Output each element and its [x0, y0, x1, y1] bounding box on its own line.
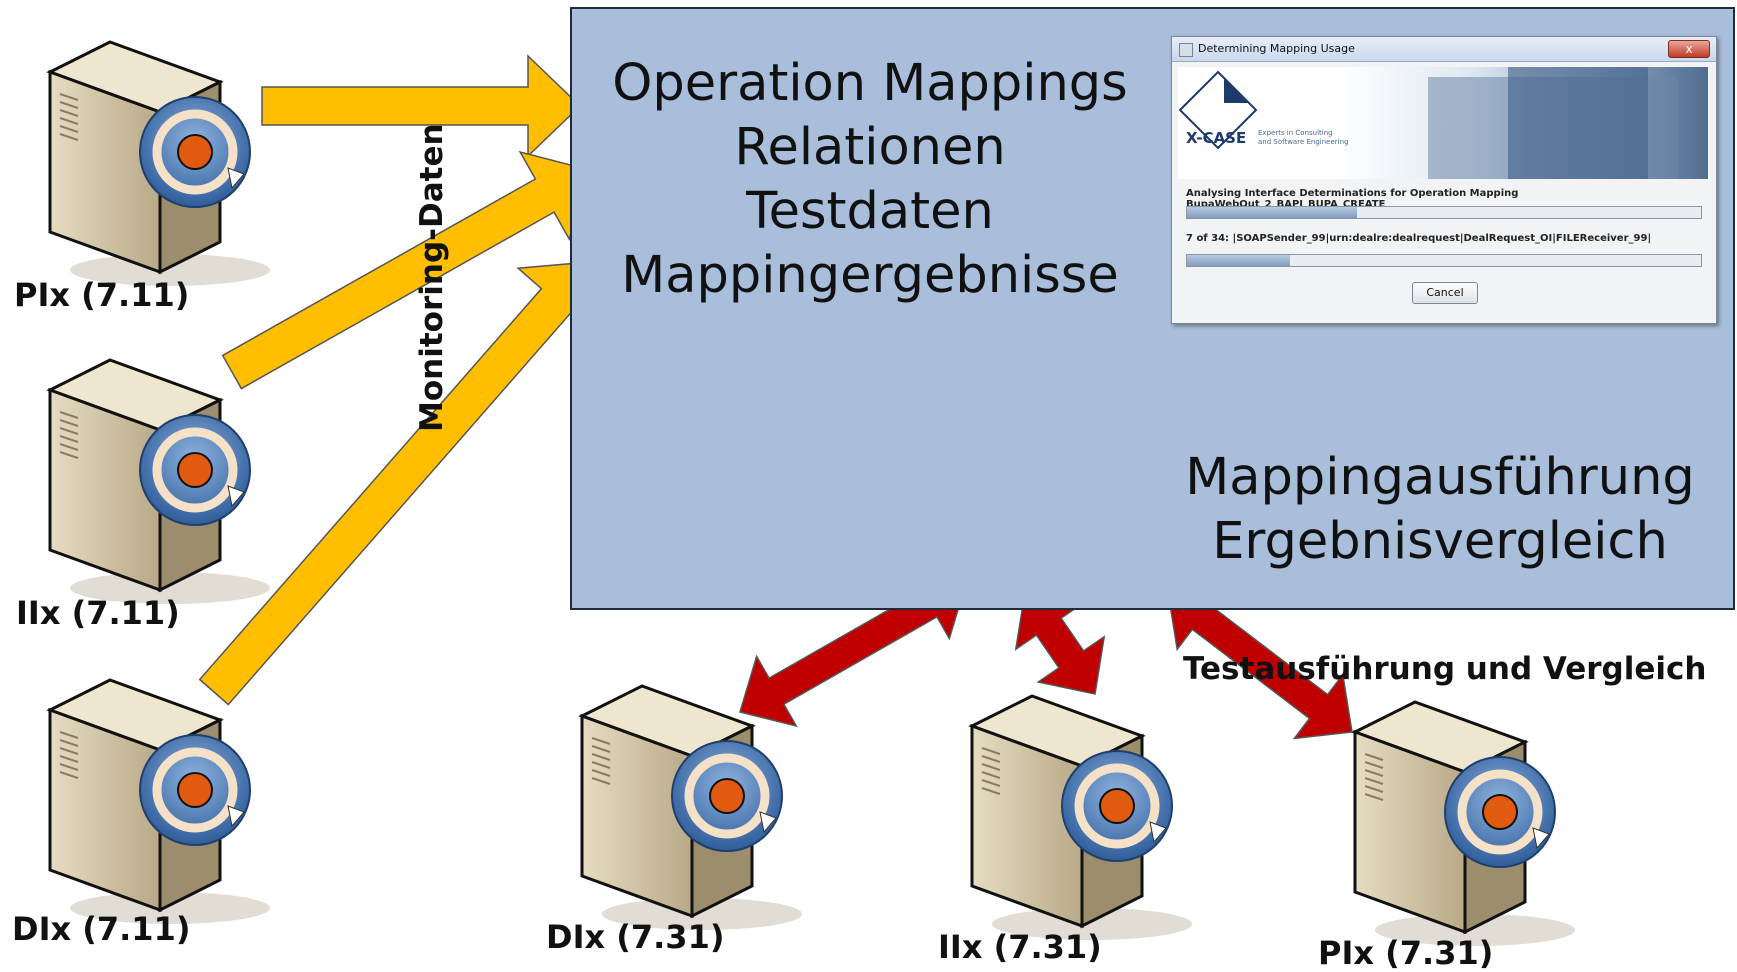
server-label-pix-711: PIx (7.11) [14, 276, 190, 314]
server-iix-731-icon [968, 694, 1192, 940]
server-dix-711-icon [46, 678, 270, 924]
server-iix-711-icon [46, 358, 270, 604]
xcase-sub-line2: and Software Engineering [1258, 138, 1349, 146]
dialog-analysing-text: Analysing Interface Determinations for O… [1186, 188, 1519, 210]
xcase-logo-text: X-CASE [1186, 129, 1247, 147]
dialog-title: Determining Mapping Usage [1198, 42, 1355, 55]
monitoring-arrow-pix [261, 54, 582, 158]
progress-fill-1 [1187, 207, 1357, 218]
xcase-banner: X-CASE Experts in Consulting and Softwar… [1178, 67, 1708, 179]
monitoring-arrow-dix [198, 261, 595, 706]
progress-fill-2 [1187, 255, 1290, 266]
test-arrow-iix [1014, 591, 1106, 695]
execution-mappingausfuehrung: Mappingausführung [1185, 448, 1695, 507]
server-pix-731-icon [1351, 700, 1575, 946]
topic-relationen: Relationen [734, 118, 1006, 177]
server-label-dix-711: DIx (7.11) [12, 910, 191, 948]
cancel-button[interactable]: Cancel [1412, 282, 1478, 304]
server-pix-711-icon [46, 40, 270, 286]
close-icon[interactable]: x [1668, 40, 1710, 58]
server-label-dix-731: DIx (7.31) [546, 918, 725, 956]
mapping-usage-dialog: Determining Mapping Usage x X-CASE Exper… [1171, 36, 1717, 324]
server-label-iix-711: IIx (7.11) [16, 594, 180, 632]
test-execution-label: Testausführung und Vergleich [1183, 651, 1707, 687]
topic-testdaten: Testdaten [746, 182, 994, 241]
dialog-titlebar: Determining Mapping Usage x [1172, 37, 1716, 62]
server-label-pix-731: PIx (7.31) [1318, 934, 1494, 972]
xcase-logo-sub: Experts in Consulting and Software Engin… [1258, 129, 1348, 147]
progress-bar-1 [1186, 206, 1702, 219]
xcase-sub-line1: Experts in Consulting [1258, 129, 1333, 137]
server-label-iix-731: IIx (7.31) [938, 928, 1102, 966]
progress-bar-2 [1186, 254, 1702, 267]
monitoring-arrow-iix [221, 150, 591, 390]
topic-operation-mappings: Operation Mappings [612, 54, 1128, 113]
dialog-app-icon [1179, 43, 1193, 57]
dialog-progress-text: 7 of 34: |SOAPSender_99|urn:dealre:dealr… [1186, 233, 1652, 244]
server-dix-731-icon [578, 684, 802, 930]
execution-ergebnisvergleich: Ergebnisvergleich [1212, 512, 1668, 571]
monitoring-data-label: Monitoring-Daten [414, 123, 450, 432]
topic-mappingergebnisse: Mappingergebnisse [621, 246, 1119, 305]
